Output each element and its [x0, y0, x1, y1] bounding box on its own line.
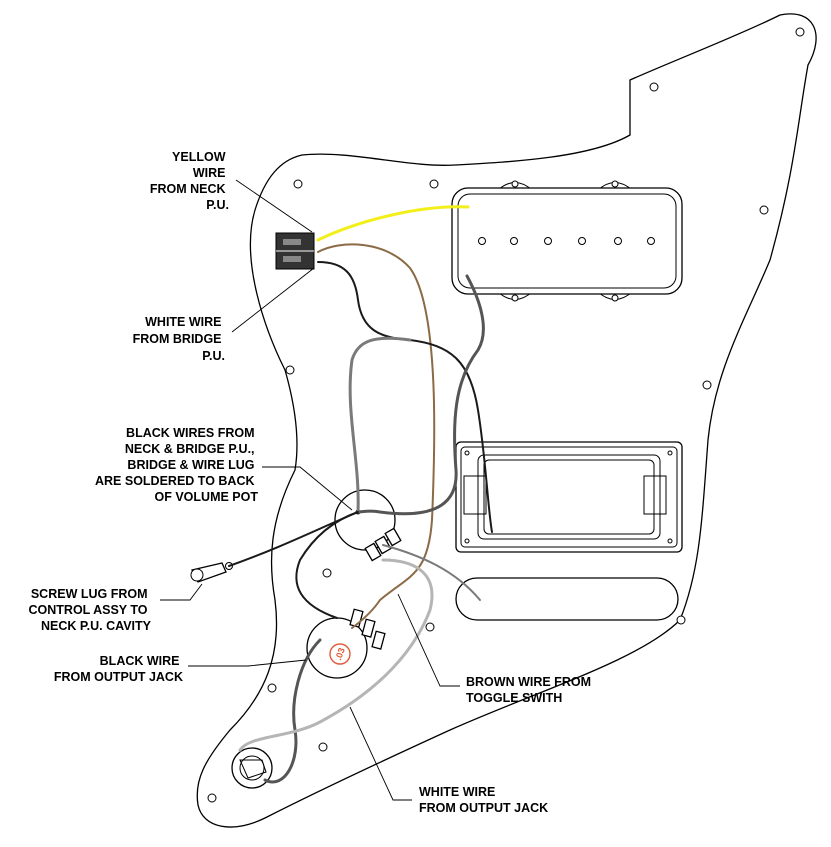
- screw-hole: [759, 205, 769, 215]
- screw-hole: [649, 82, 659, 92]
- gray-wire-loop: [348, 336, 412, 514]
- pickguard-outline: [196, 13, 817, 828]
- screw-hole: [429, 179, 439, 189]
- capacitor-value: .03: [333, 646, 347, 661]
- screw-lug: [190, 562, 233, 583]
- screw-hole: [267, 683, 277, 693]
- wires: [228, 205, 493, 784]
- screw-hole: [676, 615, 686, 625]
- screw-hole: [322, 568, 332, 578]
- label-black-wire-jack: BLACK WIRE FROM OUTPUT JACK: [54, 654, 183, 684]
- label-brown-wire: BROWN WIRE FROM TOGGLE SWITH: [466, 675, 594, 705]
- brown-wire: [317, 243, 436, 629]
- screw-hole: [318, 742, 328, 752]
- black-wire-bridge: [317, 261, 493, 533]
- white-wire-jack: [238, 558, 434, 752]
- label-black-wires: BLACK WIRES FROM NECK & BRIDGE P.U., BRI…: [95, 426, 258, 504]
- screw-hole: [425, 622, 435, 632]
- output-jack: [231, 747, 273, 789]
- capacitor: [329, 643, 351, 665]
- bridge-pickup: [455, 441, 683, 553]
- gray-wire-switch: [382, 544, 481, 601]
- yellow-wire: [316, 205, 470, 242]
- screw-holes: [207, 27, 805, 803]
- wire-terminal-block: [275, 232, 315, 270]
- screw-hole: [285, 365, 295, 375]
- label-white-wire-bridge: WHITE WIRE FROM BRIDGE P.U.: [133, 315, 225, 363]
- screw-hole: [293, 179, 303, 189]
- black-wire-jack: [295, 511, 359, 619]
- screw-hole: [702, 380, 712, 390]
- label-screw-lug: SCREW LUG FROM CONTROL ASSY TO NECK P.U.…: [29, 587, 152, 633]
- label-yellow-wire: YELLOW WIRE FROM NECK P.U.: [150, 150, 229, 212]
- switch-slot: [455, 577, 679, 621]
- neck-pickup: [451, 180, 683, 302]
- labels: YELLOW WIRE FROM NECK P.U. WHITE WIRE FR…: [29, 150, 594, 815]
- screw-hole: [795, 27, 805, 37]
- label-white-wire-jack: WHITE WIRE FROM OUTPUT JACK: [419, 785, 548, 815]
- dark-wire-neck: [356, 274, 485, 516]
- screw-hole: [207, 793, 217, 803]
- leader-lines: [160, 179, 460, 801]
